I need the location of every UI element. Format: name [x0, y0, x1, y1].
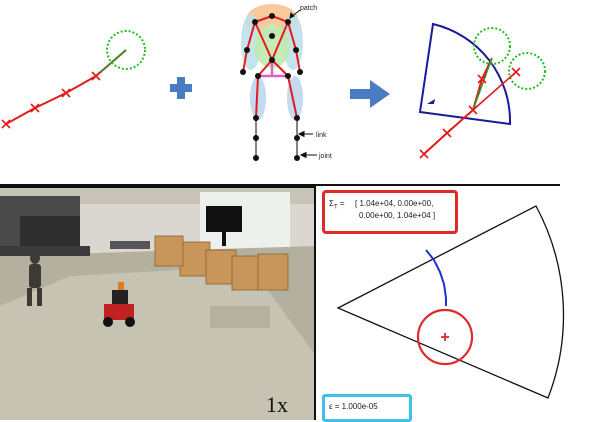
- sector-region: [336, 205, 565, 399]
- plus-operator: [170, 77, 192, 99]
- robot: [103, 282, 135, 327]
- sigma-subscript: T: [333, 204, 338, 211]
- target-circle: [416, 308, 474, 366]
- epsilon-text: ε = 1.000e-05: [329, 402, 378, 411]
- arrow-operator: [350, 80, 390, 108]
- skeleton-figure: patch link joint: [240, 4, 332, 161]
- target-plus-icon: [441, 333, 449, 341]
- concept-diagram: patch link joint: [1, 4, 546, 161]
- video-frame: [0, 186, 316, 420]
- link-label: link: [316, 132, 327, 139]
- predicted-path: [425, 249, 447, 306]
- playback-speed: 1x: [266, 392, 288, 417]
- patch-circle-left: [106, 30, 146, 70]
- patch-label: patch: [300, 5, 317, 12]
- input-trajectory: [1, 49, 127, 129]
- sigma-equals: =: [339, 199, 345, 208]
- joint-label: joint: [318, 153, 332, 160]
- prediction-sector: [418, 22, 546, 159]
- sigma-line-2: 0.00e+00, 1.04e+04 ]: [359, 211, 436, 220]
- section-divider: [0, 184, 560, 188]
- epsilon-readout: ε = 1.000e-05: [322, 394, 412, 422]
- sigma-symbol: Σ: [329, 199, 334, 208]
- sigma-line-1: [ 1.04e+04, 0.00e+00,: [355, 199, 434, 208]
- sigma-readout: ΣT = [ 1.04e+04, 0.00e+00, 0.00e+00, 1.0…: [322, 190, 458, 234]
